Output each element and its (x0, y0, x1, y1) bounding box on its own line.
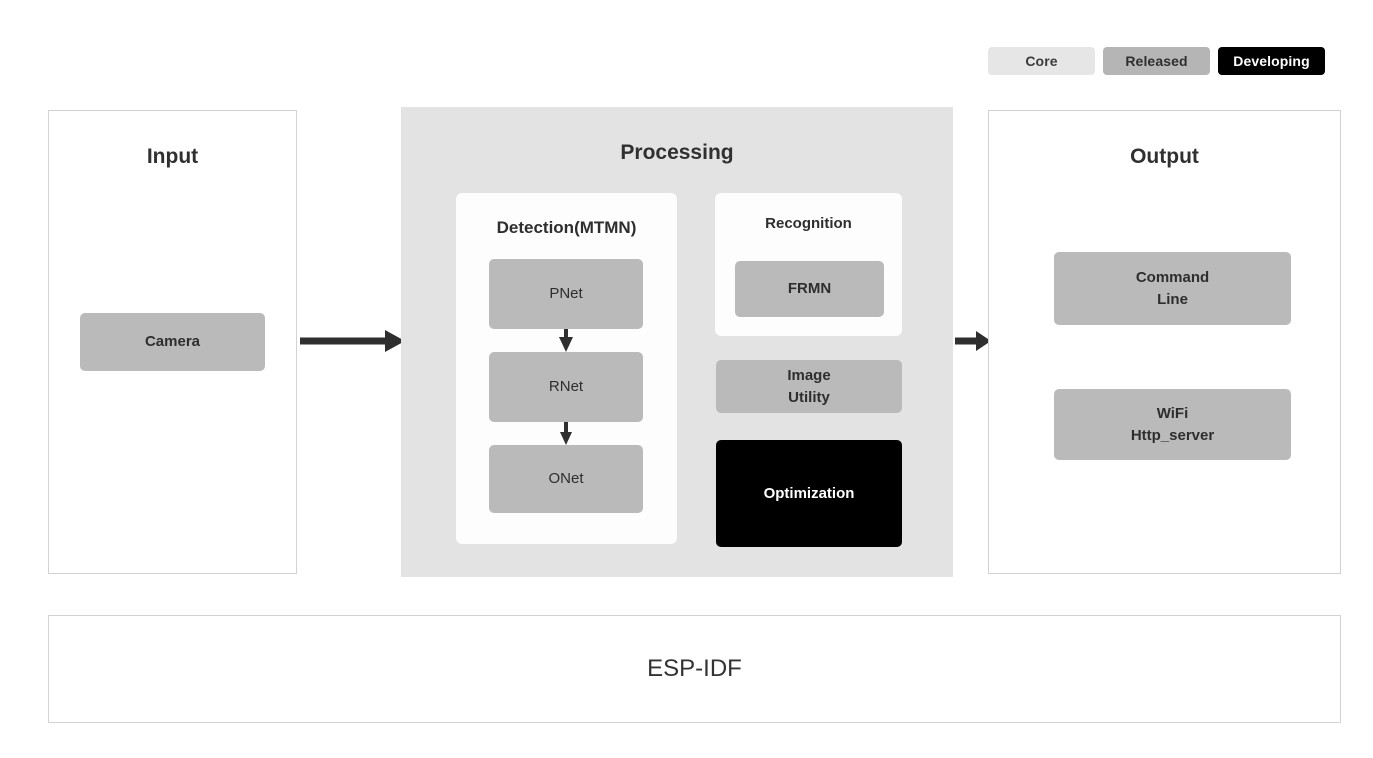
block-wifi-http-server-label: WiFi Http_server (1131, 403, 1214, 446)
block-wifi-http-server-line2: Http_server (1130, 426, 1215, 444)
block-optimization-label: Optimization (763, 484, 855, 502)
group-detection-title: Detection(MTMN) (496, 218, 637, 237)
arrow-pnet-to-rnet (559, 329, 573, 352)
block-onet-label: ONet (548, 470, 584, 488)
block-image-utility-line2: Utility (788, 388, 830, 406)
block-command-line-line2: Line (1157, 290, 1188, 308)
block-rnet[interactable]: RNet (489, 352, 643, 422)
arrow-head-icon (560, 432, 572, 445)
block-command-line[interactable]: Command Line (1054, 252, 1291, 325)
arrow-processing-to-output (955, 330, 991, 352)
legend-chip-developing[interactable]: Developing (1218, 47, 1325, 75)
arrow-shaft (955, 337, 977, 345)
block-command-line-label: Command Line (1136, 267, 1209, 310)
block-camera[interactable]: Camera (80, 313, 265, 371)
block-rnet-label: RNet (548, 378, 584, 396)
block-command-line-line1: Command (1135, 269, 1210, 287)
legend-chip-released[interactable]: Released (1103, 47, 1210, 75)
legend-chip-released-label: Released (1125, 53, 1188, 69)
arrow-head-icon (976, 331, 991, 351)
stage-output: Output (988, 110, 1341, 574)
block-wifi-http-server-line1: WiFi (1156, 405, 1189, 423)
block-image-utility-line1: Image (787, 367, 831, 385)
arrow-shaft (564, 422, 568, 433)
block-image-utility[interactable]: Image Utility (716, 360, 902, 413)
block-pnet-label: PNet (549, 285, 583, 303)
arrow-input-to-processing (300, 330, 405, 352)
arrow-shaft (564, 329, 568, 339)
stage-input-title: Input (146, 145, 199, 168)
stage-processing-title: Processing (620, 141, 734, 164)
block-pnet[interactable]: PNet (489, 259, 643, 329)
foundation-layer-label: ESP-IDF (647, 655, 742, 682)
arrow-head-icon (385, 330, 405, 352)
legend-chip-developing-label: Developing (1233, 53, 1310, 69)
block-wifi-http-server[interactable]: WiFi Http_server (1054, 389, 1291, 460)
legend-chip-core-label: Core (1025, 53, 1058, 69)
block-camera-label: Camera (144, 333, 201, 351)
legend: Core Released Developing (988, 47, 1325, 75)
block-optimization[interactable]: Optimization (716, 440, 902, 547)
group-recognition-title: Recognition (765, 215, 852, 232)
block-frmn[interactable]: FRMN (735, 261, 884, 317)
block-image-utility-label: Image Utility (787, 365, 830, 408)
foundation-layer: ESP-IDF (48, 615, 1341, 723)
arrow-head-icon (559, 337, 573, 352)
stage-output-title: Output (1130, 145, 1199, 168)
legend-chip-core[interactable]: Core (988, 47, 1095, 75)
block-onet[interactable]: ONet (489, 445, 643, 513)
arrow-shaft (300, 337, 387, 345)
block-frmn-label: FRMN (787, 280, 832, 298)
arrow-rnet-to-onet (560, 422, 572, 445)
